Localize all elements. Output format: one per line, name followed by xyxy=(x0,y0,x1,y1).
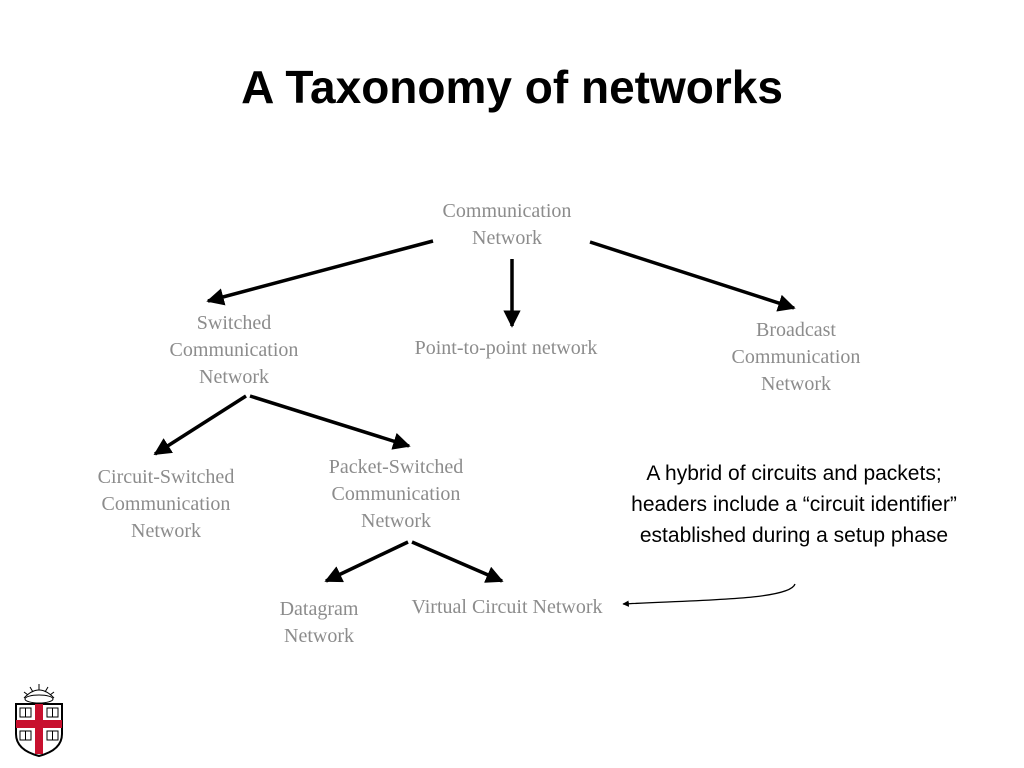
arrow-to-switched xyxy=(206,239,434,306)
arrow-to-datagram xyxy=(324,540,409,583)
node-point-to-point-network: Point-to-point network xyxy=(414,337,598,359)
slide-title: A Taxonomy of networks xyxy=(241,61,783,113)
hybrid-annotation: A hybrid of circuits and packets; header… xyxy=(631,462,957,547)
arrow-to-packet-switched xyxy=(249,394,411,450)
arrow-to-virtual-circuit xyxy=(411,540,504,583)
node-virtual-circuit-network: Virtual Circuit Network xyxy=(411,596,603,618)
annotation-pointer-arrow xyxy=(622,583,796,607)
university-shield-icon xyxy=(15,684,63,758)
arrow-to-circuit-switched xyxy=(153,394,247,456)
arrow-to-broadcast xyxy=(589,240,796,312)
